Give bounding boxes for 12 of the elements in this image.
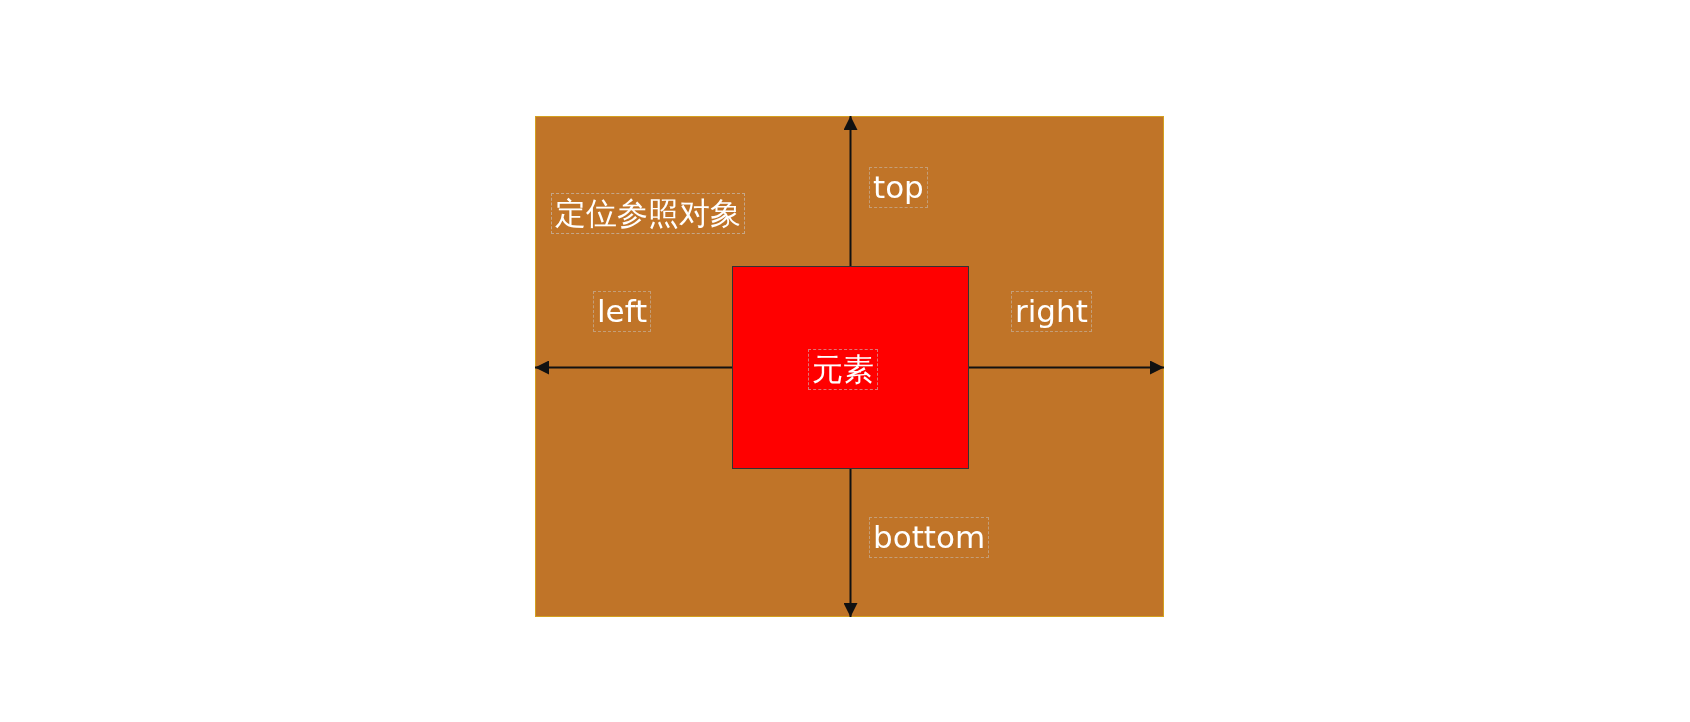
arrow — [534, 360, 733, 375]
edge-label: top — [869, 167, 928, 209]
arrow — [843, 115, 858, 267]
edge-label: bottom — [869, 517, 990, 559]
edge-label: right — [1011, 291, 1092, 333]
arrow — [843, 468, 858, 618]
title-label: 定位参照对象 — [551, 193, 745, 235]
reference-box — [535, 116, 1164, 617]
arrow — [968, 360, 1165, 375]
element-label: 元素 — [808, 349, 878, 391]
element-box — [732, 266, 969, 469]
edge-label: left — [593, 291, 652, 333]
